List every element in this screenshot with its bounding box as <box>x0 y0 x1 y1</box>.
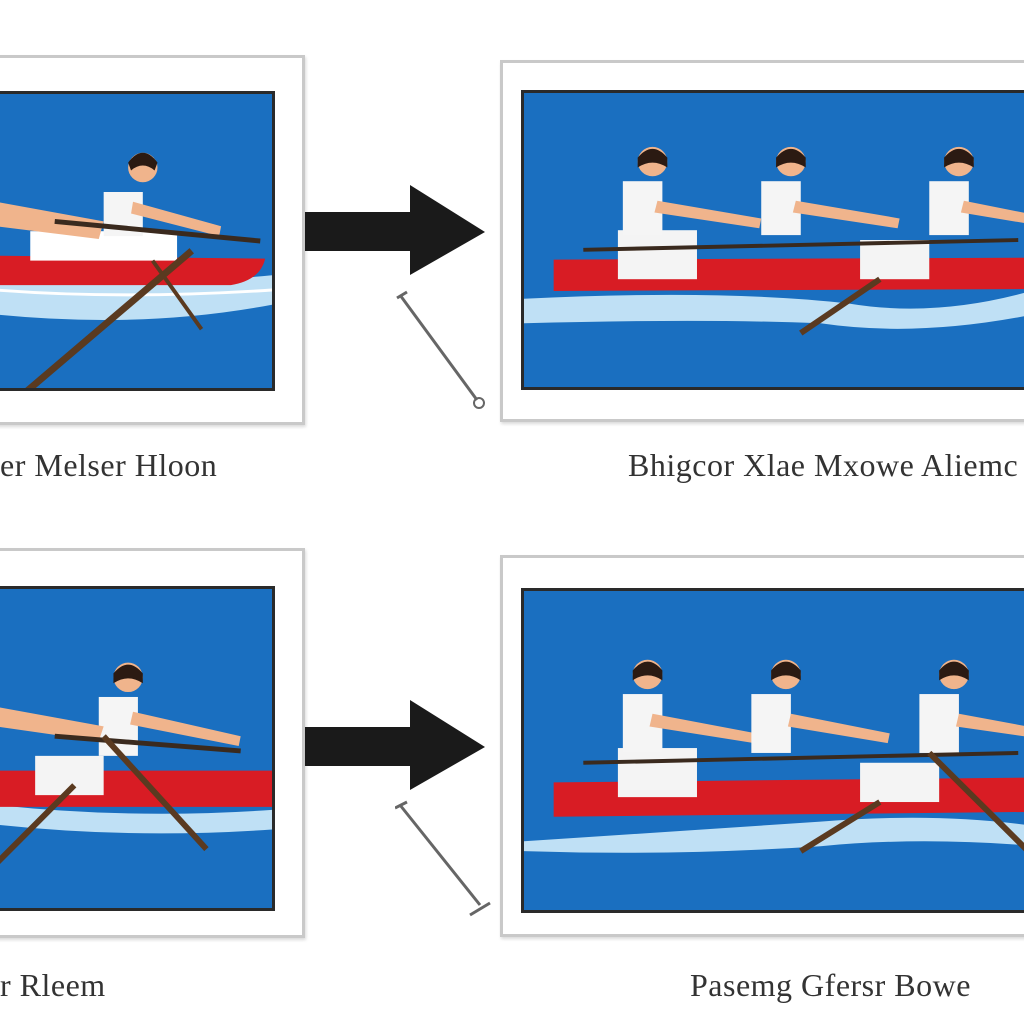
right-arrow-icon <box>305 185 485 275</box>
rowing-scene-crew-2 <box>521 588 1024 913</box>
pointer-line-icon <box>396 290 485 409</box>
caption-bottom-left: r Rleem <box>0 967 106 1003</box>
panel-bottom-right <box>500 555 1024 937</box>
single-rower-illustration-2 <box>0 589 272 908</box>
single-rower-illustration <box>0 94 272 388</box>
caption-bottom-right: Pasemg Gfersr Bowe <box>690 967 971 1003</box>
panel-top-left <box>0 55 305 425</box>
rowing-scene-single <box>0 91 275 391</box>
rowing-scene-crew <box>521 90 1024 390</box>
rowing-scene-single-2 <box>0 586 275 911</box>
caption-top-right: Bhigcor Xlae Mxowe Aliemc <box>628 447 1019 483</box>
caption-top-left: er Melser Hloon <box>0 447 218 483</box>
crew-rowers-illustration-2 <box>524 591 1024 910</box>
panel-top-right <box>500 60 1024 422</box>
panel-bottom-left <box>0 548 305 938</box>
crew-rowers-illustration <box>524 93 1024 387</box>
right-arrow-icon <box>305 700 485 790</box>
pointer-line-icon <box>395 800 491 917</box>
